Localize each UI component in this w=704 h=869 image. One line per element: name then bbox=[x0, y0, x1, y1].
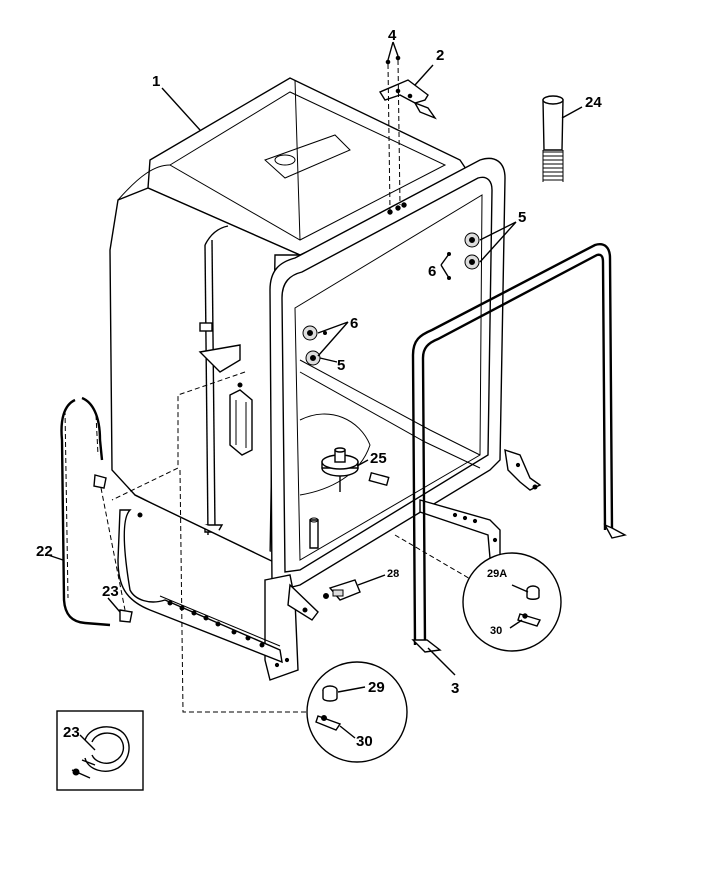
callout-23-inset: 23 bbox=[63, 724, 80, 741]
drain-hose-part bbox=[60, 396, 111, 627]
callout-labels: 1 2 3 4 5 5 6 6 22 23 23 24 25 28 29 29A… bbox=[36, 27, 602, 750]
callout-1: 1 bbox=[152, 73, 160, 90]
door-gasket-part bbox=[411, 243, 627, 653]
tub-bracket-part bbox=[378, 55, 437, 211]
tub-base-rail bbox=[117, 509, 283, 664]
callout-5-lower: 5 bbox=[337, 357, 345, 374]
inset-detail-29-30 bbox=[306, 661, 408, 763]
callout-4: 4 bbox=[388, 27, 397, 44]
tub-hinge-rollers bbox=[302, 232, 480, 366]
callout-leaders bbox=[47, 41, 583, 676]
callout-29a: 29A bbox=[487, 568, 507, 580]
callout-5-upper: 5 bbox=[518, 209, 526, 226]
callout-6-upper: 6 bbox=[428, 263, 436, 280]
float-switch-part bbox=[323, 579, 361, 601]
inset-detail-29a-30 bbox=[462, 552, 562, 652]
callout-30-inset-right: 30 bbox=[490, 625, 502, 637]
sump-area bbox=[299, 413, 390, 549]
float-part bbox=[321, 447, 359, 492]
callout-30-inset-bottom: 30 bbox=[356, 733, 373, 750]
fill-funnel-part bbox=[542, 95, 564, 182]
callout-3: 3 bbox=[451, 680, 459, 697]
callout-23: 23 bbox=[102, 583, 119, 600]
callout-25: 25 bbox=[370, 450, 387, 467]
hose-clamp-small bbox=[93, 474, 133, 623]
inset-detail-clamp-23 bbox=[56, 710, 144, 791]
callout-29: 29 bbox=[368, 679, 385, 696]
callout-24: 24 bbox=[585, 94, 602, 111]
callout-6-lower: 6 bbox=[350, 315, 358, 332]
inset-leaders bbox=[111, 371, 473, 713]
front-mounting-bracket-left bbox=[264, 574, 319, 681]
callout-28: 28 bbox=[387, 568, 399, 580]
callout-2: 2 bbox=[436, 47, 444, 64]
callout-22: 22 bbox=[36, 543, 53, 560]
